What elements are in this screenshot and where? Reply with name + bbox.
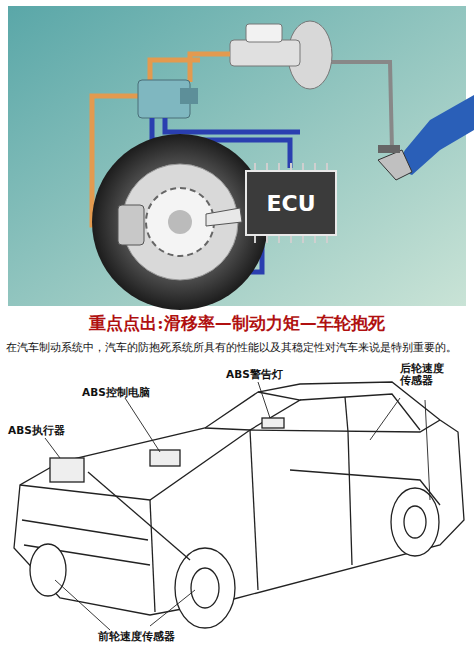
tone-ring — [146, 188, 214, 256]
car-drawing — [14, 382, 464, 628]
shoe — [378, 150, 412, 180]
windshield — [205, 392, 300, 430]
rear-hub — [404, 506, 426, 538]
sensor-wire — [88, 472, 190, 560]
abs-schematic — [8, 6, 474, 310]
part-label: ABS控制电脑 — [82, 386, 172, 398]
part-label: 前轮速度传感器 — [98, 630, 208, 642]
sensor-wire — [290, 470, 440, 505]
hub — [168, 210, 192, 234]
node-text: ECU — [266, 191, 315, 216]
tire — [92, 134, 268, 310]
side-window — [300, 394, 420, 430]
front-wheel — [175, 548, 235, 628]
rear-wheel — [391, 488, 439, 556]
caption-text: 在汽车制动系统中，汽车的防抱死系统所具有的性能以及其稳定性对汽车来说是特别重要的… — [6, 340, 472, 354]
leader-lines — [45, 382, 430, 630]
door-line — [348, 432, 352, 565]
title-text: 重点点出:滑移率—制动力矩—车轮抱死 — [0, 312, 474, 335]
wheel-speed-sensor — [206, 208, 242, 226]
part-label: ABS执行器 — [8, 424, 88, 436]
reservoir — [246, 24, 282, 42]
pedal-pad — [378, 145, 400, 153]
warning-lamp — [262, 418, 284, 428]
hood-edge — [20, 430, 250, 500]
modulator-motor — [180, 88, 198, 104]
door-line — [250, 430, 258, 590]
abs-actuator — [50, 458, 84, 482]
front-corner — [150, 500, 155, 612]
pedal-arm — [330, 62, 392, 150]
abs-computer — [150, 450, 180, 466]
master-cylinder — [230, 40, 300, 66]
part-label: 后轮速度传感器 — [400, 362, 450, 386]
part-label: ABS警告灯 — [226, 368, 306, 380]
brake-caliper — [118, 205, 144, 245]
front-hub — [191, 568, 219, 608]
ecu-box: ECU — [245, 170, 337, 236]
car-body — [14, 382, 464, 615]
other-front-wheel — [30, 544, 66, 596]
b-pillar — [345, 397, 348, 432]
